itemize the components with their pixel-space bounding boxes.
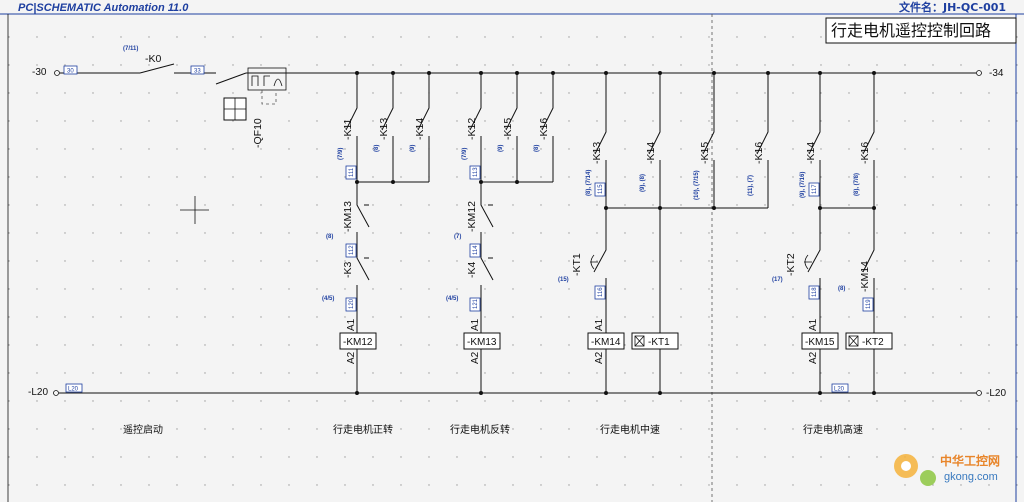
k14-ref-a: (9)	[410, 145, 416, 152]
k13-label-a: -K13	[378, 118, 390, 140]
k13-label-b: -K13	[591, 142, 603, 164]
k14-label-b: -K14	[645, 142, 657, 164]
tag-30: 30	[67, 69, 74, 75]
wire-116: 116	[598, 287, 604, 297]
watermark-brand: 中华工控网	[940, 453, 1000, 468]
svg-text:A1: A1	[470, 318, 481, 331]
svg-text:A1: A1	[594, 318, 605, 331]
wire-118: 118	[812, 287, 818, 297]
svg-text:A2: A2	[594, 351, 605, 364]
k11-ref: (7/9)	[338, 148, 344, 160]
bottom-rail: -L20 L20 L20 -L20	[28, 383, 1006, 399]
k11-label: -K11	[342, 118, 354, 140]
km14-contact-ref: (8)	[838, 286, 845, 292]
k16-ref-c: (8), (7/8)	[854, 173, 860, 196]
medium-speed-branch: -K13 (8), (7/14) -K14 (9), (8) -K15 (10)…	[558, 71, 770, 395]
dot-grid	[0, 14, 1024, 502]
k15-ref-b: (10), (7/15)	[694, 170, 700, 200]
reverse-branch: -K12 (7/9) -K15 (9) -K16 (8) 113 -KM12 (…	[446, 71, 555, 395]
km14-coil-label: -KM14	[591, 337, 621, 348]
svg-text:A1: A1	[346, 318, 357, 331]
svg-text:A2: A2	[346, 351, 357, 364]
k14-label-a: -K14	[414, 118, 426, 140]
title-block	[825, 17, 1017, 44]
drawing-title: 行走电机遥控控制回路	[831, 21, 991, 40]
km13-coil	[463, 332, 501, 350]
potential-left-top: -30	[32, 67, 47, 78]
k12-ref: (7/9)	[462, 148, 468, 160]
k16-ref-a: (8)	[534, 145, 540, 152]
forward-branch: -K11 (7/9) -K13 (8) -K14 (9) 111 -KM13 (…	[322, 71, 431, 395]
kt1-contact-ref: (15)	[558, 277, 569, 283]
wire-111: 111	[349, 167, 355, 177]
km14-contact-label: -KM14	[859, 261, 871, 292]
tag-33: 33	[194, 69, 201, 75]
wire-115: 115	[598, 184, 604, 194]
k15-label-a: -K15	[502, 118, 514, 140]
watermark-logo: 中华工控网 gkong.com	[894, 453, 1000, 486]
k16-label-b: -K16	[753, 142, 765, 164]
k15-ref-a: (9)	[498, 145, 504, 152]
caption-reverse: 行走电机反转	[450, 423, 510, 436]
crosshair-cursor	[180, 196, 209, 224]
km15-coil-label: -KM15	[805, 337, 835, 348]
k14-ref-c: (9), (7/16)	[800, 172, 806, 198]
km13-contact-label: -KM13	[342, 201, 354, 232]
wire-120: 120	[349, 298, 355, 309]
svg-text:A1: A1	[808, 318, 819, 331]
svg-text:A2: A2	[808, 351, 819, 364]
k14-ref-b: (9), (8)	[640, 174, 646, 192]
k13-ref-b: (8), (7/14)	[586, 170, 592, 196]
qf10-label: -QF10	[252, 118, 264, 148]
svg-text:A2: A2	[470, 351, 481, 364]
k12-label: -K12	[466, 118, 478, 140]
wire-121: 121	[473, 298, 479, 309]
km12-contact-ref: (7)	[454, 234, 461, 240]
tag-l20-right: L20	[834, 387, 845, 393]
kt1-contact-label: -KT1	[571, 253, 583, 276]
kt2-contact-label: -KT2	[785, 253, 797, 276]
km13-contact-ref: (8)	[326, 234, 333, 240]
k0-ref: (7/11)	[123, 46, 138, 52]
top-rail: -30 30 -K0 (7/11) 33 -QF10 -34	[32, 46, 1004, 148]
kt2-contact-ref: (17)	[772, 277, 783, 283]
km13-coil-label: -KM13	[467, 337, 497, 348]
k3-ref: (4/5)	[322, 296, 334, 302]
wire-113: 113	[473, 167, 479, 177]
wire-117: 117	[812, 184, 818, 194]
kt2-coil-label: -KT2	[862, 337, 884, 348]
k14-label-c: -K14	[805, 142, 817, 164]
kt1-coil-label: -KT1	[648, 337, 670, 348]
km12-contact-label: -KM12	[466, 201, 478, 232]
high-speed-branch: -K14 (9), (7/16) -K16 (8), (7/8) 117 -KT…	[772, 71, 893, 395]
k16-ref-b: (11), (7)	[748, 175, 754, 196]
wire-119: 119	[866, 299, 872, 309]
caption-high-speed: 行走电机高速	[803, 423, 863, 436]
km12-coil	[339, 332, 377, 350]
k3-label: -K3	[342, 262, 354, 279]
potential-right-bottom: -L20	[986, 388, 1006, 399]
file-name: 文件名：JH-QC-001	[899, 0, 1006, 14]
km12-coil-label: -KM12	[343, 337, 373, 348]
potential-right-top: -34	[989, 68, 1004, 79]
potential-left-bottom: -L20	[28, 387, 48, 398]
caption-remote-start: 遥控启动	[123, 423, 163, 436]
caption-forward: 行走电机正转	[333, 423, 393, 436]
wire-112: 112	[349, 245, 355, 255]
k13-ref-a: (8)	[374, 145, 380, 152]
k0-label: -K0	[145, 53, 162, 65]
k4-label: -K4	[466, 262, 478, 279]
k16-label-a: -K16	[538, 118, 550, 140]
app-title: PC|SCHEMATIC Automation 11.0	[18, 2, 189, 14]
k16-label-c: -K16	[859, 142, 871, 164]
watermark-url: gkong.com	[944, 471, 998, 483]
wire-114: 114	[473, 245, 479, 255]
tag-l20-left: L20	[68, 387, 79, 393]
k15-label-b: -K15	[699, 142, 711, 164]
caption-medium-speed: 行走电机中速	[600, 423, 660, 436]
k4-ref: (4/5)	[446, 296, 458, 302]
